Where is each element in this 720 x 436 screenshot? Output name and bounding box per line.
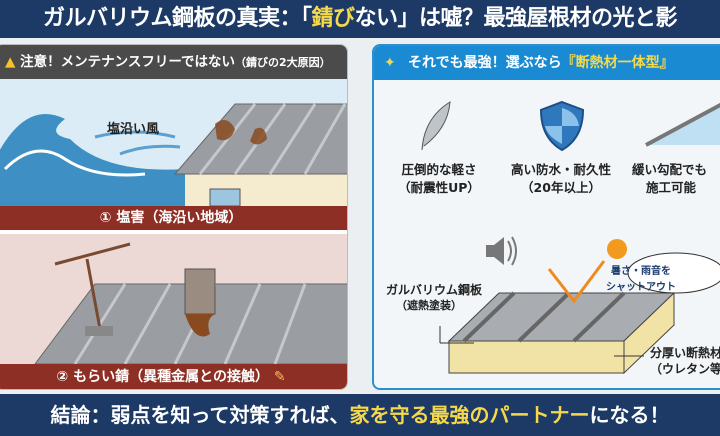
warning-icon: ▲ (5, 54, 21, 70)
feature-lightweight: 圧倒的な軽さ（耐震性UP） (398, 162, 480, 195)
slope-icon (645, 102, 720, 147)
salt-damage-illustration (0, 79, 347, 206)
speaker-icon (486, 236, 517, 266)
warning-panel: ▲ 注意！メンテナンスフリーではない（錆びの2大原因） 塩沿い風 ① 塩害（海沿… (0, 44, 348, 390)
speech-bubble (627, 252, 720, 294)
rust-spot (215, 120, 267, 145)
sparkle-icon: ✦ (384, 55, 396, 71)
conclusion-banner: 結論：弱点を知って対策すれば、家を守る最強のパートナーになる！ (0, 394, 720, 436)
speech-bubble-text: 暑さ・雨音をシャットアウト (606, 266, 676, 293)
cause-1-caption: ① 塩害（海沿い地域） (0, 206, 347, 230)
rusty-can-icon (184, 268, 216, 315)
feature-low-slope: 緩い勾配でも施工可能 (632, 162, 708, 195)
recommendation-header: ✦それでも最強！選ぶなら『断熱材一体型』 (374, 46, 720, 80)
shield-icon (539, 100, 585, 152)
sun-icon (607, 239, 627, 259)
wind-label: 塩沿い風 (107, 122, 160, 137)
reflect-arrow-icon (547, 260, 606, 304)
feature-waterproof: 高い防水・耐久性（20年以上） (510, 162, 611, 195)
broom-icon: ✎ (268, 369, 286, 385)
wind-arrow-icon (94, 130, 181, 156)
contact-rust-illustration (0, 234, 347, 364)
wave-icon (0, 114, 185, 206)
page-title: ガルバリウム鋼板の真実：「錆びない」は嘘？最強屋根材の光と影 (0, 0, 720, 38)
steel-label: ガルバリウム鋼板（遮熱塗装） (386, 283, 483, 312)
feather-icon (421, 101, 451, 151)
insulation-label: 分厚い断熱材（ウレタン等） (650, 346, 720, 376)
cause-2-caption: ② もらい錆（異種金属との接触） ✎ (0, 364, 347, 389)
recommendation-panel: ✦それでも最強！選ぶなら『断熱材一体型』 圧倒的な軽さ（耐震性UP） 高い防水・… (372, 44, 720, 390)
warning-header: ▲ 注意！メンテナンスフリーではない（錆びの2大原因） (0, 45, 347, 79)
antenna-icon (54, 242, 131, 330)
insulated-panel-diagram (439, 236, 720, 375)
